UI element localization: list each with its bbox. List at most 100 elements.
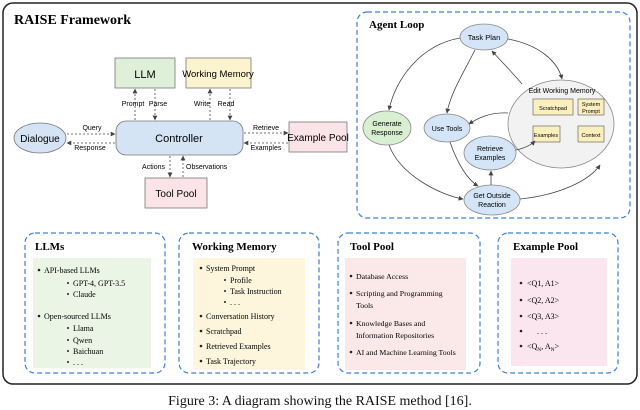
retrieve-examples-node <box>463 135 517 171</box>
bullet-dot <box>224 279 226 281</box>
working-memory-content-box <box>193 258 305 370</box>
tools-to-reaction-arrow <box>449 141 479 187</box>
query-label: Query <box>82 125 102 132</box>
llms-item-7: Baichuan <box>73 347 103 356</box>
bullet-dot <box>519 344 523 348</box>
example-item-4: . . . <box>537 327 547 336</box>
example-item-5-a: <Q <box>527 342 538 351</box>
bullet-dot <box>67 282 69 284</box>
tool-pool-node-label: Tool Pool <box>155 189 196 200</box>
bullet-dot <box>224 290 226 292</box>
write-label: Write <box>194 101 210 108</box>
example-item-1: <Q1, A1> <box>527 279 560 288</box>
bullet-dot <box>349 321 353 325</box>
bullet-dot <box>199 329 203 333</box>
plan-to-memory-arrow <box>507 38 564 80</box>
edit-working-memory-label: Edit Working Memory <box>529 88 596 95</box>
llms-item-5: Llama <box>73 324 94 333</box>
llm-node <box>114 57 176 89</box>
llms-item-6: Qwen <box>73 336 92 345</box>
examples-memory-label: Examples <box>534 133 558 139</box>
framework-diagram: LLM Working Memory Controller Dialogue E… <box>13 57 349 209</box>
use-tools-label: Use Tools <box>432 126 463 133</box>
example-item-3: <Q3, A3> <box>527 312 560 321</box>
read-label: Read <box>218 101 235 108</box>
llms-item-2: GPT-4, GPT-3.5 <box>73 279 125 288</box>
example-item-2: <Q2, A2> <box>527 296 560 305</box>
wm-item-3: Task Instruction <box>230 287 282 296</box>
bullet-dot <box>67 293 69 295</box>
bullet-dot <box>199 314 203 318</box>
example-pool-node <box>288 121 348 153</box>
examples-memory-node <box>532 125 561 143</box>
bullet-dot <box>519 281 523 285</box>
generate-response-node <box>362 110 412 146</box>
system-prompt-node <box>577 98 605 116</box>
context-node <box>577 125 605 143</box>
bullet-dot <box>67 350 69 352</box>
llms-item-1: API-based LLMs <box>44 266 100 275</box>
working-memory-panel: Working Memory System Prompt Profile Tas… <box>178 232 320 374</box>
framework-title: RAISE Framework <box>14 13 131 28</box>
wm-item-1: System Prompt <box>206 264 256 273</box>
example-item-5: <QN, AN> <box>527 342 560 353</box>
task-plan-node <box>459 23 509 51</box>
bullet-dot <box>519 329 523 333</box>
get-outside-reaction-node <box>463 184 521 216</box>
example-pool-content-box <box>511 258 607 366</box>
bullet-dot <box>199 359 203 363</box>
example-item-5-c: > <box>555 342 560 351</box>
wm-item-6: Scratchpad <box>206 327 242 336</box>
llms-item-4: Open-sourced LLMs <box>44 312 111 321</box>
context-label: Context <box>582 133 601 139</box>
bullet-dot <box>519 314 523 318</box>
dialogue-label: Dialogue <box>20 134 60 145</box>
tool-item-4: AI and Machine Learning Tools <box>356 348 456 357</box>
retrieve-examples-line1: Retrieve <box>477 146 503 153</box>
generate-response-line2: Response <box>371 130 403 137</box>
tool-pool-panel: Tool Pool Database Access Scripting and … <box>337 232 481 374</box>
dialogue-node <box>13 122 67 154</box>
figure-caption: Figure 3: A diagram showing the RAISE me… <box>168 394 472 409</box>
tool-item-3: Knowledge Bases and <box>356 319 425 328</box>
wm-item-5: Conversation History <box>206 312 275 321</box>
tool-pool-content-box <box>345 258 466 370</box>
llms-content-box <box>33 258 151 368</box>
wm-item-4: . . . <box>230 298 240 307</box>
wm-item-2: Profile <box>230 276 252 285</box>
response-label: Response <box>74 145 106 152</box>
observations-label: Observations <box>186 164 228 171</box>
tool-item-3-cont: Information Repositories <box>356 331 434 340</box>
llm-node-label: LLM <box>134 69 155 81</box>
generate-response-line1: Generate <box>372 121 401 128</box>
bullet-dot <box>67 339 69 341</box>
use-tools-node <box>423 113 471 143</box>
llms-title: LLMs <box>35 241 65 253</box>
working-memory-title: Working Memory <box>192 241 277 253</box>
agent-loop-title: Agent Loop <box>369 19 424 31</box>
plan-to-tools-arrow <box>445 49 476 114</box>
tool-pool-node <box>144 177 208 209</box>
example-pool-title: Example Pool <box>513 241 578 253</box>
prompt-label: Prompt <box>122 101 145 108</box>
bullet-dot <box>519 298 523 302</box>
tool-item-2: Scripting and Programming <box>356 289 443 298</box>
agent-loop-panel: Agent Loop Edit Working Memory Scratchpa… <box>356 11 631 219</box>
working-memory-node <box>185 57 252 89</box>
bullet-dot <box>37 314 41 318</box>
task-plan-label: Task Plan <box>468 33 501 42</box>
get-outside-reaction-line1: Get Outside <box>473 193 510 200</box>
parse-label: Parse <box>149 101 167 108</box>
retrieve-to-memory-arrow <box>515 140 536 151</box>
bullet-dot <box>224 301 226 303</box>
wm-item-8: Task Trajectory <box>206 357 256 366</box>
bullet-dot <box>199 266 203 270</box>
example-pool-node-label: Example Pool <box>287 133 349 144</box>
wm-item-7: Retrieved Examples <box>206 342 271 351</box>
plan-to-generate-arrow <box>387 37 461 111</box>
memory-to-tools-arrow <box>468 112 509 125</box>
bullet-dot <box>199 344 203 348</box>
bullet-dot <box>67 361 69 363</box>
bullet-dot <box>67 327 69 329</box>
